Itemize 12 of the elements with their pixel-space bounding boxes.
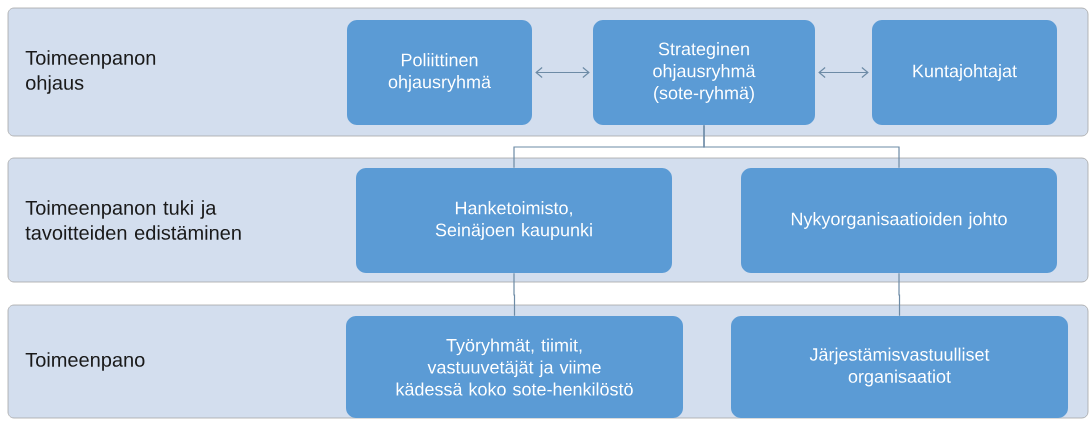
connector <box>818 66 869 79</box>
connector <box>513 272 516 317</box>
process-box: Kuntajohtajat <box>872 20 1057 125</box>
connector <box>703 124 900 169</box>
process-box: Poliittinen ohjausryhmä <box>347 20 532 125</box>
process-box: Nykyorganisaatioiden johto <box>741 168 1057 273</box>
connector <box>898 272 901 317</box>
process-box: Järjestämisvastuulliset organisaatiot <box>731 316 1068 418</box>
process-box: Hanketoimisto, Seinäjoen kaupunki <box>356 168 672 273</box>
connector <box>535 66 590 79</box>
process-box: Strateginen ohjausryhmä (sote-ryhmä) <box>593 20 815 125</box>
process-box: Työryhmät, tiimit, vastuuvetäjät ja viime kädessä koko sote-henkilöstö <box>346 316 683 418</box>
